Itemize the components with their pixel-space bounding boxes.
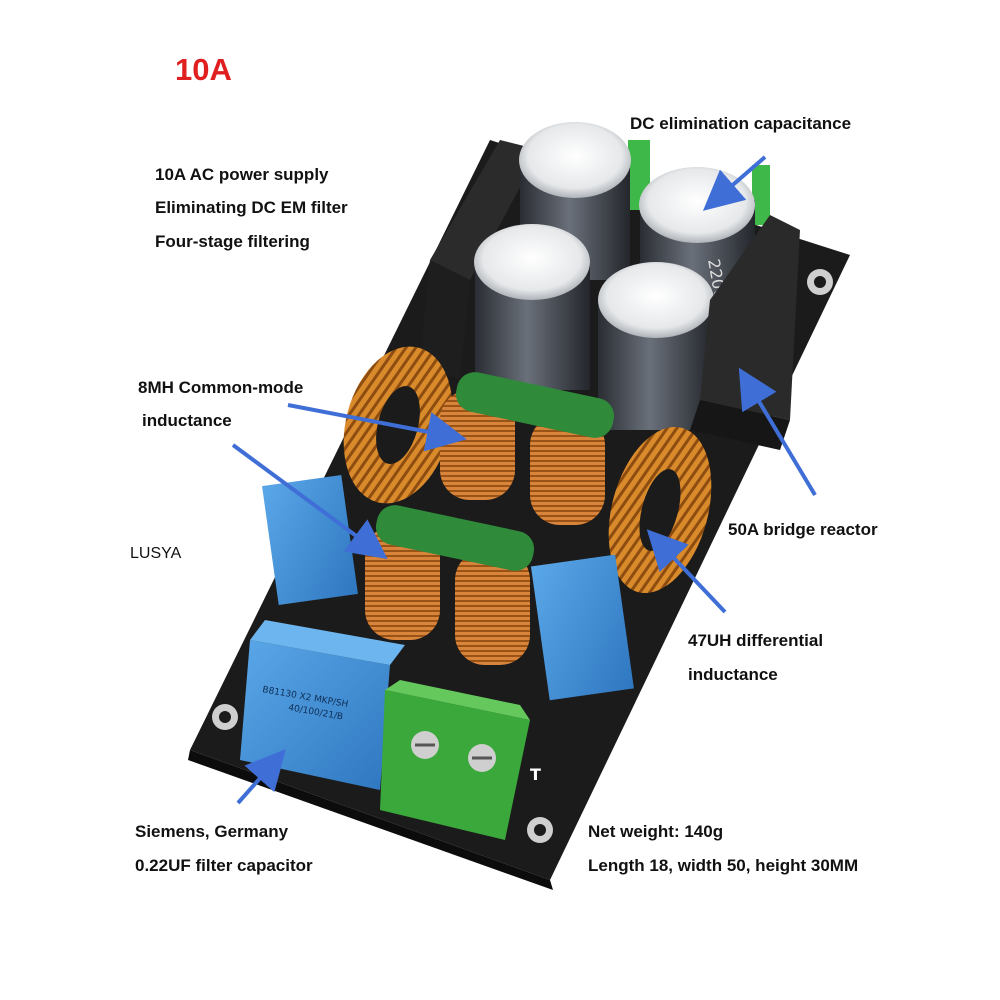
electrolytic-capacitor	[598, 262, 714, 430]
green-blade	[752, 165, 770, 225]
arrow-filter-capacitor	[236, 749, 286, 805]
x2-capacitor	[262, 475, 358, 605]
spec-dimensions: Length 18, width 50, height 30MM	[588, 856, 859, 875]
callout-arrows	[231, 155, 817, 805]
feature-line-3: Four-stage filtering	[155, 232, 310, 251]
feature-line-2: Eliminating DC EM filter	[155, 198, 348, 217]
callout-dc-capacitance: DC elimination capacitance	[630, 114, 852, 133]
spec-weight: Net weight: 140g	[588, 822, 724, 841]
arrow-bridge-reactor	[738, 367, 817, 497]
callout-filter-cap-line1: Siemens, Germany	[135, 822, 289, 841]
callout-differential-line2: inductance	[688, 665, 778, 684]
callout-differential-line1: 47UH differential	[688, 631, 824, 650]
callout-common-mode-line2: inductance	[142, 411, 232, 430]
screw-terminal	[380, 680, 530, 840]
common-mode-choke-lower	[365, 505, 535, 665]
arrow-common-mode-lower	[231, 443, 388, 560]
headline: 10A	[175, 52, 232, 87]
x2-capacitor-front: B81130 X2 MKP/SH 40/100/21/B	[240, 620, 405, 790]
arrow-common-mode	[287, 403, 467, 452]
terminal-silkscreen: T	[530, 765, 541, 784]
callout-common-mode-line1: 8MH Common-mode	[138, 378, 304, 397]
arrow-differential	[646, 529, 727, 614]
feature-line-1: 10A AC power supply	[155, 165, 329, 184]
heatsink-left	[420, 140, 540, 380]
electrolytic-capacitor	[474, 224, 590, 390]
callout-filter-cap-line2: 0.22UF filter capacitor	[135, 856, 313, 875]
callout-bridge-reactor: 50A bridge reactor	[728, 520, 878, 539]
arrow-dc-capacitance	[702, 155, 767, 211]
brand-label: LUSYA	[130, 545, 182, 562]
x2-capacitor	[530, 554, 634, 701]
